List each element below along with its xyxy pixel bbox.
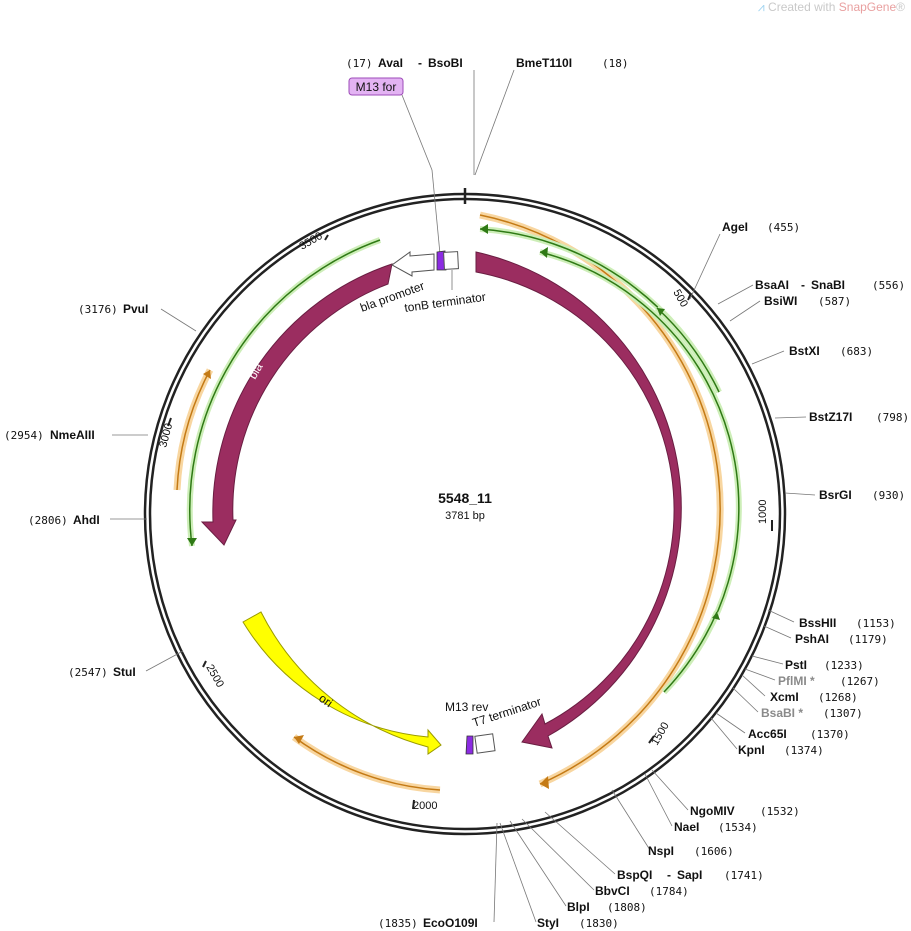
ptsI-label: ptsI: [697, 460, 714, 481]
enzyme-pos-bsrgi: (930): [872, 489, 905, 502]
enzyme-pos-bsaai: (556): [872, 279, 905, 292]
tick-label-1500: 1500: [649, 720, 672, 747]
enzyme-bsiwi[interactable]: BsiWI: [764, 294, 797, 308]
enzyme-ngomiv[interactable]: NgoMIV: [690, 804, 735, 818]
enzyme-snabi[interactable]: SnaBI: [811, 278, 845, 292]
enzyme-pshai[interactable]: PshAI: [795, 632, 829, 646]
enzyme-dash: -: [801, 278, 805, 292]
tick-label-3000: 3000: [157, 422, 175, 449]
m13-rev-primer[interactable]: M13 rev: [445, 700, 488, 755]
enzyme-pos-kpni: (1374): [784, 744, 824, 757]
enzyme-ecoo109i[interactable]: EcoO109I: [423, 916, 478, 930]
enzyme-naei[interactable]: NaeI: [674, 820, 699, 834]
m13-rev-label: M13 rev: [445, 700, 488, 714]
enzyme-pos-psti: (1233): [824, 659, 864, 672]
enzyme-bsaai[interactable]: BsaAI: [755, 278, 789, 292]
green-track-left: [186, 237, 382, 547]
enzyme-pos-stui: (2547): [68, 666, 108, 679]
enzyme-bsrgi[interactable]: BsrGI: [819, 488, 852, 502]
enzyme-pos-bstxi: (683): [840, 345, 873, 358]
enzyme-pos-bsiwi: (587): [818, 295, 851, 308]
enzyme-bstxi[interactable]: BstXI: [789, 344, 820, 358]
enzyme-pos-acc65i: (1370): [810, 728, 850, 741]
enzyme-dash: -: [667, 868, 671, 882]
tick-label-2000: 2000: [413, 800, 437, 812]
enzyme-avai[interactable]: AvaI: [378, 56, 403, 70]
enzyme-bsobi[interactable]: BsoBI: [428, 56, 463, 70]
m13-for-label: M13 for: [356, 80, 397, 94]
orange-track-bottom: [291, 734, 441, 794]
snapgene-logo-icon: ⩘: [757, 0, 765, 14]
tick-label-1000: 1000: [757, 500, 769, 524]
tick-label-2500: 2500: [203, 663, 226, 690]
snapgene-watermark: ⩘ Created with SnapGene®: [757, 0, 905, 14]
orange-arrowhead-icon: [203, 370, 211, 379]
enzyme-pos-blpi: (1808): [607, 901, 647, 914]
enzyme-pos-agei: (455): [767, 221, 800, 234]
enzyme-kpni[interactable]: KpnI: [738, 743, 765, 757]
enzyme-sapi[interactable]: SapI: [677, 868, 702, 882]
green-arrowhead-icon: [187, 538, 197, 546]
enzyme-pos-styi: (1830): [579, 917, 619, 930]
enzyme-pos-nspi: (1606): [694, 845, 734, 858]
backbone: [143, 188, 787, 836]
enzyme-labels: (17) AvaI - BsoBI BmeT110I (18) AgeI (45…: [4, 56, 909, 930]
enzyme-pos-bstz17i: (798): [876, 411, 909, 424]
enzyme-bsabi[interactable]: BsaBI *: [761, 706, 803, 720]
enzyme-xcmi[interactable]: XcmI: [770, 690, 799, 704]
enzyme-pos-bsabi: (1307): [823, 707, 863, 720]
green-arrowhead-icon: [540, 247, 548, 258]
enzyme-pos-naei: (1534): [718, 821, 758, 834]
enzyme-pos-xcmi: (1268): [818, 691, 858, 704]
enzyme-pos-pvui: (3176): [78, 303, 118, 316]
enzyme-nmeaiii[interactable]: NmeAIII: [50, 428, 95, 442]
ori-label: ori: [316, 691, 335, 710]
enzyme-acc65i[interactable]: Acc65I: [748, 727, 787, 741]
ptsI-feature[interactable]: ptsI: [475, 251, 714, 749]
enzyme-bbvci[interactable]: BbvCI: [595, 884, 630, 898]
enzyme-pos-nmeaiii: (2954): [4, 429, 44, 442]
tick-marks: [167, 234, 773, 810]
enzyme-nspi[interactable]: NspI: [648, 844, 674, 858]
enzyme-pos-bmet110i: (18): [602, 57, 629, 70]
enzyme-agei[interactable]: AgeI: [722, 220, 748, 234]
orange-arrowhead-icon: [294, 735, 304, 744]
enzyme-pos-ahdi: (2806): [28, 514, 68, 527]
orange-arrowhead-icon: [540, 776, 549, 789]
enzyme-pvui[interactable]: PvuI: [123, 302, 148, 316]
enzyme-pflmi[interactable]: PflMI *: [778, 674, 815, 688]
orange-track-left: [173, 368, 214, 491]
enzyme-pos-pflmi: (1267): [840, 675, 880, 688]
enzyme-styi[interactable]: StyI: [537, 916, 559, 930]
enzyme-pos-pshai: (1179): [848, 633, 888, 646]
plasmid-name: 5548_11: [438, 490, 492, 506]
green-arrowhead-icon: [657, 308, 665, 316]
bla-feature[interactable]: bla: [200, 263, 393, 546]
enzyme-ahdi[interactable]: AhdI: [73, 513, 100, 527]
enzyme-dash: -: [418, 56, 422, 70]
enzyme-pos-ecoo109i: (1835): [378, 917, 418, 930]
enzyme-pos-bbvci: (1784): [649, 885, 689, 898]
enzyme-bspqi[interactable]: BspQI: [617, 868, 652, 882]
enzyme-blpi[interactable]: BlpI: [567, 900, 590, 914]
m13-for-label-box[interactable]: M13 for: [348, 77, 404, 96]
enzyme-pos-bsshii: (1153): [856, 617, 896, 630]
green-arrowhead-icon: [712, 612, 720, 620]
tick-label-3500: 3500: [298, 230, 325, 253]
enzyme-pos-ngomiv: (1532): [760, 805, 800, 818]
enzyme-pos-avai: (17): [346, 57, 373, 70]
ori-feature[interactable]: ori: [242, 611, 442, 755]
green-track-right-small: [654, 305, 722, 695]
enzyme-pos-bspqi: (1741): [724, 869, 764, 882]
enzyme-bsshii[interactable]: BssHII: [799, 616, 836, 630]
enzyme-psti[interactable]: PstI: [785, 658, 807, 672]
enzyme-leader-lines: [110, 69, 816, 923]
enzyme-bmet110i[interactable]: BmeT110I: [516, 56, 572, 70]
enzyme-bstz17i[interactable]: BstZ17I: [809, 410, 852, 424]
green-arrowhead-icon: [480, 224, 488, 234]
enzyme-stui[interactable]: StuI: [113, 665, 136, 679]
plasmid-length: 3781 bp: [445, 510, 485, 522]
